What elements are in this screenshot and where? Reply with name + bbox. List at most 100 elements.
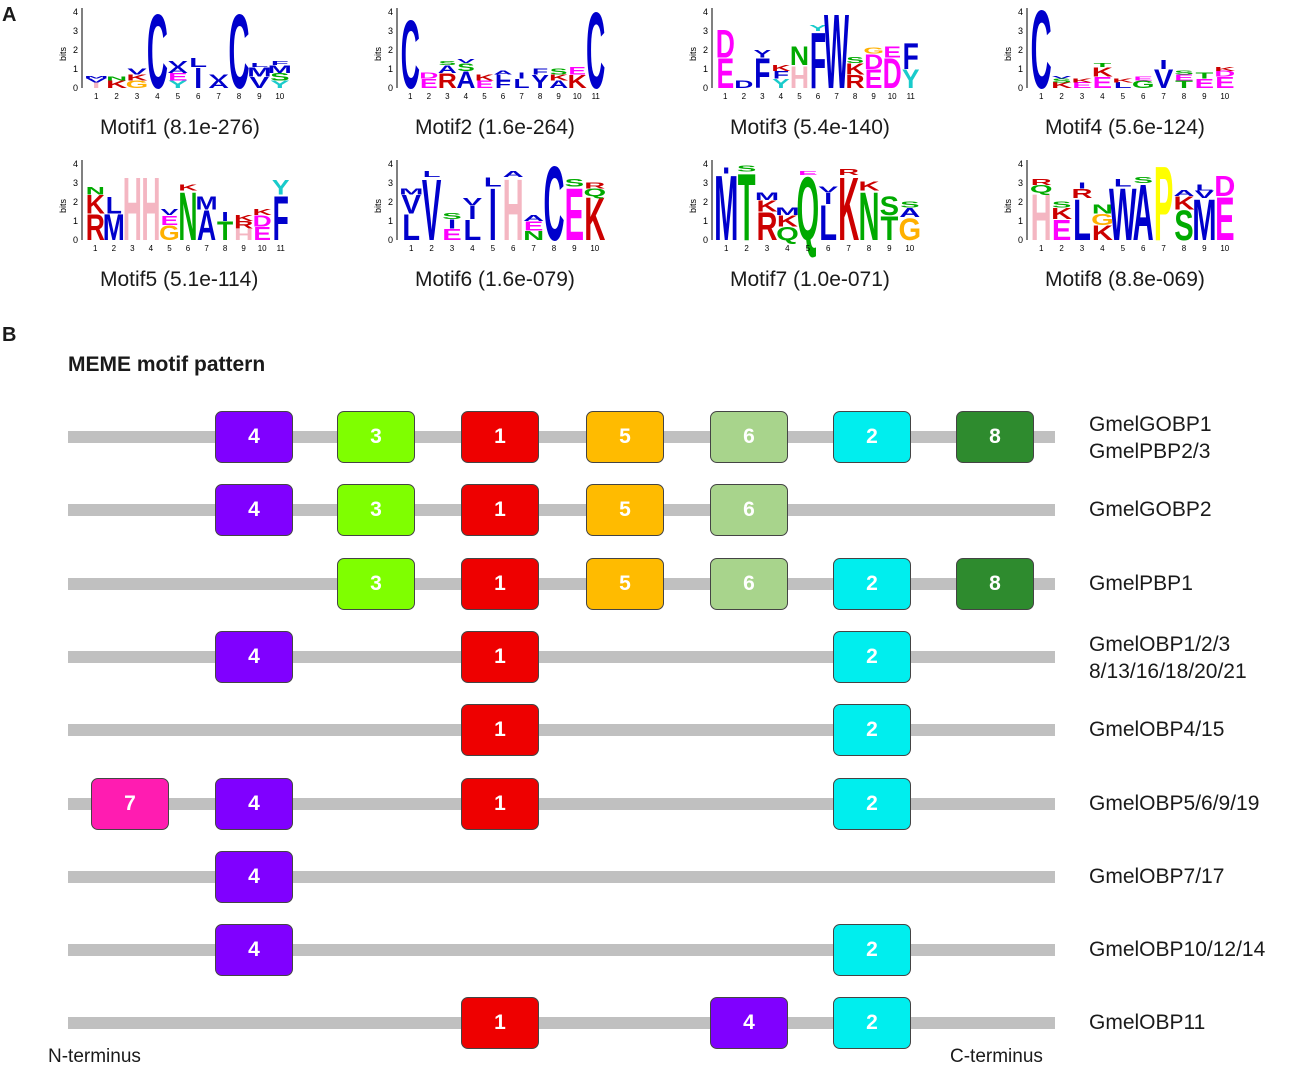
row-label-line: GmelOBP5/6/9/19 xyxy=(1089,791,1260,815)
logo-position-label: 10 xyxy=(1220,244,1229,253)
logo-tick-label: 3 xyxy=(388,26,393,36)
logo-letter: F xyxy=(754,51,770,98)
logo-letter: C xyxy=(543,146,564,263)
logo-position-label: 1 xyxy=(1039,244,1044,253)
logo-position-label: 10 xyxy=(1220,92,1229,101)
logo-position-label: 9 xyxy=(572,244,577,253)
logo-letter: S xyxy=(737,164,756,173)
motif-box: 5 xyxy=(586,411,664,463)
logo-letter: V xyxy=(818,185,838,194)
logo-position-label: 3 xyxy=(765,244,770,253)
logo-tick-label: 1 xyxy=(73,216,78,226)
sequence-track xyxy=(68,650,1055,663)
logo-tick-label: 0 xyxy=(73,235,78,245)
logo-letter: L xyxy=(423,170,441,179)
motif-caption: Motif1 (8.1e-276) xyxy=(100,116,260,139)
motif-caption: Motif8 (8.8e-069) xyxy=(1045,268,1205,291)
row-label-line: GmelOBP10/12/14 xyxy=(1089,938,1266,962)
logo-letter: V xyxy=(422,161,441,259)
logo-letter: H xyxy=(141,160,160,260)
logo-letter: K xyxy=(858,179,880,194)
motif-box: 2 xyxy=(833,411,911,463)
logo-letter: P xyxy=(1154,146,1173,263)
logo-letter: W xyxy=(1109,173,1137,256)
logo-tick-label: 4 xyxy=(73,7,78,17)
logo-letter: V xyxy=(86,78,105,84)
logo-letter: C xyxy=(586,0,605,111)
logo-letter: Y xyxy=(809,24,827,33)
logo-axis-label: bits xyxy=(58,47,68,62)
logo-position-label: 6 xyxy=(1141,92,1146,101)
logo-letter: I xyxy=(221,210,228,225)
logo-letter: A xyxy=(493,70,512,76)
logo-tick-label: 1 xyxy=(703,64,708,74)
logo-position-label: 10 xyxy=(888,92,897,101)
logo-letter: R xyxy=(1031,178,1052,187)
logo-tick-label: 2 xyxy=(388,197,393,207)
logo-position-label: 4 xyxy=(785,244,790,253)
logo-letter: Q xyxy=(796,159,819,260)
logo-letter: Y xyxy=(272,176,290,200)
motif-box: 3 xyxy=(337,411,415,463)
logo-position-label: 6 xyxy=(816,92,821,101)
motif-box: 2 xyxy=(833,557,911,610)
motif-caption: Motif4 (5.6e-124) xyxy=(1045,116,1205,139)
logo-letter: R xyxy=(846,71,866,92)
logo-letter: I xyxy=(722,166,730,175)
logo-letter: K xyxy=(1092,65,1114,80)
logo-letter: M xyxy=(775,206,799,218)
logo-letter: M xyxy=(247,65,271,80)
motif-box: 7 xyxy=(91,777,169,830)
logo-letter: K xyxy=(549,73,568,82)
motif-box: 6 xyxy=(710,484,788,537)
logo-letter: H xyxy=(503,161,524,259)
motif-box: 1 xyxy=(461,484,539,537)
logo-letter: I xyxy=(448,217,456,232)
logo-letter: L xyxy=(250,63,268,69)
logo-tick-label: 3 xyxy=(1018,26,1023,36)
logo-position-label: 7 xyxy=(1161,92,1166,101)
row-label: GmelPBP1 xyxy=(1089,570,1193,597)
logo-letter: D xyxy=(716,22,735,67)
logo-position-label: 8 xyxy=(552,244,557,253)
logo-letter: C xyxy=(1031,0,1052,113)
logo-letter: L xyxy=(464,215,482,247)
logo-letter: M xyxy=(1192,187,1216,253)
logo-letter: Y xyxy=(531,71,549,92)
logo-letter: K xyxy=(1214,66,1235,72)
logo-letter: F xyxy=(810,16,826,106)
logo-letter: A xyxy=(438,64,458,76)
logo-letter: G xyxy=(1132,78,1155,90)
logo-tick-label: 0 xyxy=(388,83,393,93)
logo-letter: S xyxy=(880,191,899,220)
logo-letter: Y xyxy=(754,49,772,61)
logo-letter: G xyxy=(863,47,884,56)
logo-letter: H xyxy=(234,225,253,243)
logo-letter: V xyxy=(127,68,147,77)
logo-tick-label: 3 xyxy=(388,178,393,188)
logo-letter: N xyxy=(86,185,105,197)
logo-tick-label: 4 xyxy=(1018,159,1023,169)
logo-letter: V xyxy=(168,60,188,69)
logo-letter: R xyxy=(584,182,605,191)
logo-position-label: 1 xyxy=(1039,92,1044,101)
logo-position-label: 3 xyxy=(1080,92,1085,101)
logo-letter: D xyxy=(1214,70,1235,79)
logo-position-label: 4 xyxy=(1100,92,1105,101)
logo-letter: G xyxy=(159,221,180,245)
logo-letter: L xyxy=(1195,183,1213,192)
sequence-track xyxy=(68,797,1055,810)
motif-box: 4 xyxy=(215,484,293,537)
sequence-track xyxy=(68,1017,1055,1030)
logo-position-label: 3 xyxy=(130,244,135,253)
motif-box: 1 xyxy=(461,411,539,463)
logo-letter: E xyxy=(420,77,438,92)
logo-letter: I xyxy=(489,173,497,256)
logo-letter: I xyxy=(468,203,476,223)
